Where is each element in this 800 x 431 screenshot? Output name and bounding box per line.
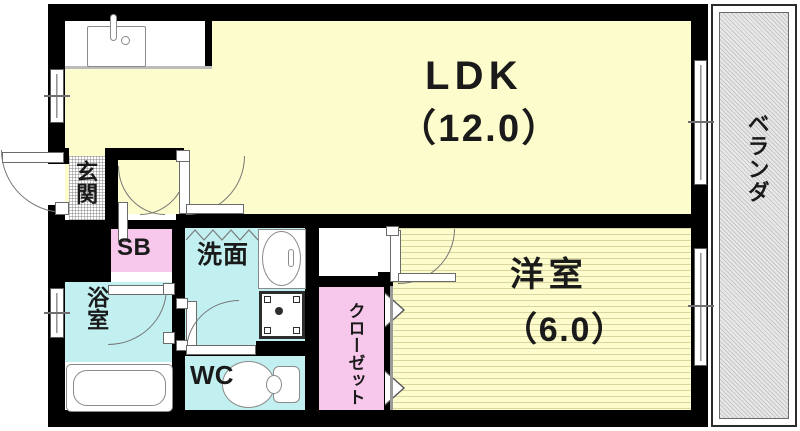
washroom-shelf-icon xyxy=(186,229,258,241)
interior-wall-entry-right xyxy=(105,148,118,229)
kitchen-counter-edge xyxy=(65,66,212,69)
balcony-window-lower-mark xyxy=(688,305,714,307)
balcony-window-upper-mark xyxy=(688,121,714,123)
label-toilet: WC xyxy=(190,360,234,390)
interior-wall-bedroom-top xyxy=(386,214,691,228)
washer-corner-tr-icon xyxy=(293,296,300,303)
bathroom-door-jamb-top xyxy=(163,283,175,295)
label-washroom: 洗面 xyxy=(197,241,250,269)
label-bedroom-name: 洋室 xyxy=(510,256,588,294)
hall-door-leaf-left[interactable] xyxy=(118,202,128,242)
exterior-wall-top xyxy=(48,4,708,21)
ldk-window-mark xyxy=(44,95,70,97)
kitchen-faucet-icon xyxy=(110,14,117,41)
kitchen-drain-icon xyxy=(121,36,130,45)
balcony-window-lower[interactable] xyxy=(694,248,707,366)
ldk-door-sill xyxy=(186,204,244,214)
closet-door-track xyxy=(390,286,393,410)
label-balcony: ベランダ xyxy=(744,112,770,204)
bedroom-door-sill xyxy=(398,273,456,282)
washer-corner-br-icon xyxy=(293,327,300,334)
washroom-door-jamb-left xyxy=(176,298,188,309)
label-entrance: 玄関 xyxy=(73,160,99,205)
washer-corner-bl-icon xyxy=(264,327,271,334)
interior-wall-washroom-closet xyxy=(305,228,319,410)
toilet-seat-link-icon xyxy=(266,375,282,394)
toilet-door-leaf[interactable] xyxy=(186,345,256,355)
interior-wall-wc-top-right xyxy=(256,341,308,356)
area-entrance xyxy=(69,156,111,229)
label-bathroom: 浴室 xyxy=(84,286,110,331)
bathroom-door-jamb-bottom xyxy=(163,332,175,344)
room-balcony xyxy=(719,12,789,419)
bathtub-inner-icon xyxy=(73,370,166,406)
vanity-basin-icon xyxy=(262,231,301,286)
label-bedroom-area: （6.0） xyxy=(503,311,627,349)
label-closet: クローゼット xyxy=(345,302,365,407)
vanity-faucet-icon xyxy=(288,249,294,267)
interior-wall-entry-top xyxy=(111,148,184,160)
entry-door-jamb-bottom xyxy=(55,202,69,215)
exterior-wall-bottom xyxy=(48,410,708,427)
room-closet xyxy=(318,286,390,410)
interior-wall-bath-washroom xyxy=(172,228,185,410)
label-shoebox: SB xyxy=(117,234,152,261)
label-ldk-name: LDK xyxy=(425,54,523,98)
interior-wall-closet-top xyxy=(305,276,393,287)
kitchen-counter-divider xyxy=(205,21,212,69)
washer-drain-icon xyxy=(275,307,283,315)
bedroom-door-jamb-top xyxy=(386,226,399,236)
washer-corner-tl-icon xyxy=(264,296,271,303)
room-bedroom xyxy=(390,228,691,410)
label-ldk-area: （12.0） xyxy=(398,108,562,150)
closet-folding-door-lower-icon[interactable] xyxy=(384,370,406,406)
closet-folding-door-upper-icon[interactable] xyxy=(384,292,406,328)
ldk-door-jamb-top xyxy=(176,150,190,162)
storage-shoebox xyxy=(104,228,176,272)
interior-wall-closet-bedroom xyxy=(384,272,393,410)
interior-wall-ldk-bottom xyxy=(176,214,386,228)
bathroom-window-mark xyxy=(44,312,70,314)
interior-wall-entry-bottom xyxy=(48,220,111,282)
interior-wall-shoebox-top xyxy=(104,220,184,229)
